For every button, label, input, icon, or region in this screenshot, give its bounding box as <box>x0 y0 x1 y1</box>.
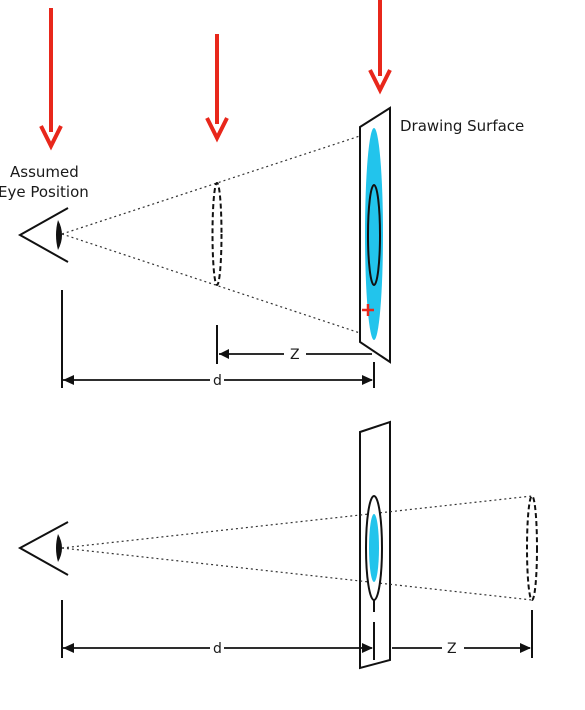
drawing-surface-label: Drawing Surface <box>400 117 524 135</box>
label-z-top: Z <box>290 347 300 363</box>
eye-label-line2: Eye Position <box>0 183 89 201</box>
sight-lines-top <box>61 131 373 338</box>
projection-highlight-bottom <box>369 514 379 582</box>
eye-icon-bottom <box>17 521 69 576</box>
drawing-surface-top <box>359 106 391 364</box>
red-cross-marker <box>362 304 374 316</box>
projection-ellipse-top <box>367 184 381 286</box>
label-z-bottom: Z <box>447 641 457 657</box>
red-arrow-surface <box>368 0 392 95</box>
label-d-top: d <box>213 373 222 389</box>
sight-lines-bottom <box>61 495 533 601</box>
dimension-z-top <box>216 325 372 364</box>
dimension-d-bottom <box>61 600 375 660</box>
object-ellipse-bottom <box>526 495 538 601</box>
red-arrow-object <box>205 34 229 143</box>
eye-label-line1: Assumed <box>10 163 79 181</box>
eye-icon-top <box>17 207 69 263</box>
dimension-d-top <box>61 290 375 388</box>
label-d-bottom: d <box>213 641 222 657</box>
dimension-z-bottom <box>392 610 533 658</box>
projection-highlight-top <box>365 128 383 340</box>
red-arrow-eye <box>39 8 63 151</box>
object-ellipse-top <box>211 182 223 286</box>
